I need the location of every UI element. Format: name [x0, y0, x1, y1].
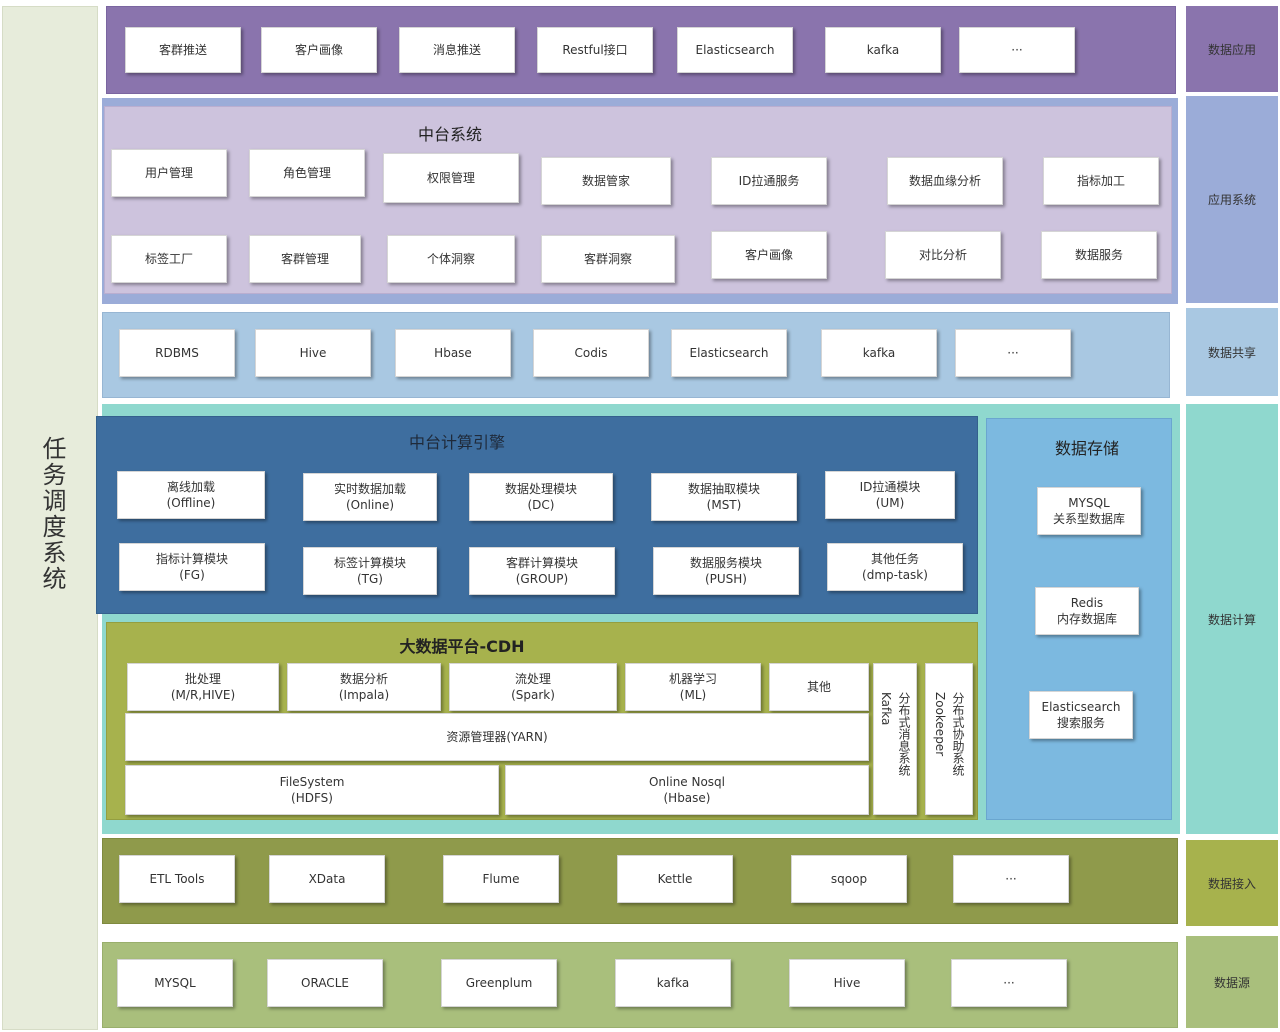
zookeeper-label-cn: 分布式协助系统 [951, 692, 965, 776]
data-source-item[interactable]: Greenplum [441, 959, 557, 1007]
cdh-compute-item[interactable]: 批处理 (M/R,HIVE) [127, 663, 279, 711]
compute-engine-item[interactable]: 数据抽取模块 (MST) [651, 473, 797, 521]
data-share-item[interactable]: RDBMS [119, 329, 235, 377]
mid-platform-item[interactable]: 用户管理 [111, 149, 227, 197]
cdh-compute-item[interactable]: 流处理 (Spark) [449, 663, 617, 711]
data-app-item[interactable]: Elasticsearch [677, 27, 793, 73]
mid-platform-item[interactable]: 标签工厂 [111, 235, 227, 283]
data-app-item[interactable]: Restful接口 [537, 27, 653, 73]
data-source-item[interactable]: MYSQL [117, 959, 233, 1007]
right-label-data-source: 数据源 [1186, 936, 1278, 1028]
data-app-item[interactable]: 客群推送 [125, 27, 241, 73]
mid-platform-panel: 中台系统 用户管理 角色管理 权限管理 数据管家 ID拉通服务 数据血缘分析 指… [104, 106, 1172, 294]
compute-engine-item[interactable]: 实时数据加载 (Online) [303, 473, 437, 521]
data-app-item[interactable]: ··· [959, 27, 1075, 73]
mid-platform-item[interactable]: 指标加工 [1043, 157, 1159, 205]
data-ingest-item[interactable]: Kettle [617, 855, 733, 903]
mid-platform-item[interactable]: 数据管家 [541, 157, 671, 205]
data-ingest-item[interactable]: ETL Tools [119, 855, 235, 903]
data-app-item[interactable]: 消息推送 [399, 27, 515, 73]
data-ingest-item[interactable]: ··· [953, 855, 1069, 903]
data-share-item[interactable]: Hive [255, 329, 371, 377]
mid-platform-item[interactable]: 数据服务 [1041, 231, 1157, 279]
right-label-data-share: 数据共享 [1186, 308, 1278, 396]
data-ingest-item[interactable]: XData [269, 855, 385, 903]
compute-engine-item[interactable]: 客群计算模块 (GROUP) [469, 547, 615, 595]
storage-item[interactable]: MYSQL 关系型数据库 [1037, 487, 1141, 535]
cdh-panel: 大数据平台-CDH 批处理 (M/R,HIVE) 数据分析 (Impala) 流… [106, 622, 978, 820]
data-share-layer: RDBMS Hive Hbase Codis Elasticsearch kaf… [102, 312, 1170, 398]
compute-engine-item[interactable]: 离线加载 (Offline) [117, 471, 265, 519]
compute-engine-item[interactable]: 其他任务 (dmp-task) [827, 543, 963, 591]
storage-panel: 数据存储 MYSQL 关系型数据库 Redis 内存数据库 Elasticsea… [986, 418, 1172, 820]
mid-platform-item[interactable]: 个体洞察 [387, 235, 515, 283]
kafka-box[interactable]: Kafka 分布式消息系统 [873, 663, 917, 815]
compute-engine-item[interactable]: ID拉通模块 (UM) [825, 471, 955, 519]
storage-item[interactable]: Elasticsearch 搜索服务 [1029, 691, 1133, 739]
mid-platform-item[interactable]: 数据血缘分析 [887, 157, 1003, 205]
hdfs-box[interactable]: FileSystem (HDFS) [125, 765, 499, 815]
data-share-item[interactable]: Elasticsearch [671, 329, 787, 377]
cdh-compute-item[interactable]: 机器学习 (ML) [625, 663, 761, 711]
storage-item[interactable]: Redis 内存数据库 [1035, 587, 1139, 635]
task-scheduler-title: 任务调度系统 [38, 436, 66, 592]
cdh-compute-item[interactable]: 其他 [769, 663, 869, 711]
compute-engine-item[interactable]: 数据服务模块 (PUSH) [653, 547, 799, 595]
data-share-item[interactable]: kafka [821, 329, 937, 377]
storage-title: 数据存储 [1054, 439, 1119, 458]
mid-platform-item[interactable]: 客群洞察 [541, 235, 675, 283]
right-label-data-app: 数据应用 [1186, 6, 1278, 92]
task-scheduler-panel [2, 6, 98, 1030]
right-label-data-compute: 数据计算 [1186, 404, 1278, 834]
data-source-item[interactable]: Hive [789, 959, 905, 1007]
hbase-box[interactable]: Online Nosql (Hbase) [505, 765, 869, 815]
data-share-item[interactable]: Hbase [395, 329, 511, 377]
zookeeper-box[interactable]: Zookeeper 分布式协助系统 [925, 663, 973, 815]
mid-platform-item[interactable]: 对比分析 [885, 231, 1001, 279]
data-ingest-item[interactable]: Flume [443, 855, 559, 903]
data-share-item[interactable]: Codis [533, 329, 649, 377]
data-share-item[interactable]: ··· [955, 329, 1071, 377]
kafka-label-en: Kafka [879, 692, 893, 726]
data-source-layer: MYSQL ORACLE Greenplum kafka Hive ··· [102, 942, 1178, 1028]
data-app-item[interactable]: kafka [825, 27, 941, 73]
kafka-label-cn: 分布式消息系统 [897, 692, 911, 776]
mid-platform-item[interactable]: ID拉通服务 [711, 157, 827, 205]
right-label-data-ingest: 数据接入 [1186, 840, 1278, 926]
yarn-box[interactable]: 资源管理器(YARN) [125, 713, 869, 761]
data-source-item[interactable]: ··· [951, 959, 1067, 1007]
data-ingest-item[interactable]: sqoop [791, 855, 907, 903]
data-source-item[interactable]: kafka [615, 959, 731, 1007]
mid-platform-item[interactable]: 权限管理 [383, 153, 519, 203]
cdh-title: 大数据平台-CDH [399, 637, 525, 656]
mid-platform-item[interactable]: 客群管理 [249, 235, 361, 283]
data-source-item[interactable]: ORACLE [267, 959, 383, 1007]
compute-engine-panel: 中台计算引擎 离线加载 (Offline) 实时数据加载 (Online) 数据… [96, 416, 978, 614]
compute-engine-item[interactable]: 数据处理模块 (DC) [469, 473, 613, 521]
data-app-layer: 客群推送 客户画像 消息推送 Restful接口 Elasticsearch k… [106, 6, 1176, 94]
data-ingest-layer: ETL Tools XData Flume Kettle sqoop ··· [102, 838, 1178, 924]
zookeeper-label-en: Zookeeper [933, 692, 947, 757]
compute-engine-title: 中台计算引擎 [408, 433, 505, 452]
compute-engine-item[interactable]: 指标计算模块 (FG) [119, 543, 265, 591]
compute-engine-item[interactable]: 标签计算模块 (TG) [303, 547, 437, 595]
mid-platform-title: 中台系统 [417, 125, 482, 144]
data-app-item[interactable]: 客户画像 [261, 27, 377, 73]
mid-platform-item[interactable]: 客户画像 [711, 231, 827, 279]
right-label-app-system: 应用系统 [1186, 96, 1278, 303]
cdh-compute-item[interactable]: 数据分析 (Impala) [287, 663, 441, 711]
mid-platform-item[interactable]: 角色管理 [249, 149, 365, 197]
